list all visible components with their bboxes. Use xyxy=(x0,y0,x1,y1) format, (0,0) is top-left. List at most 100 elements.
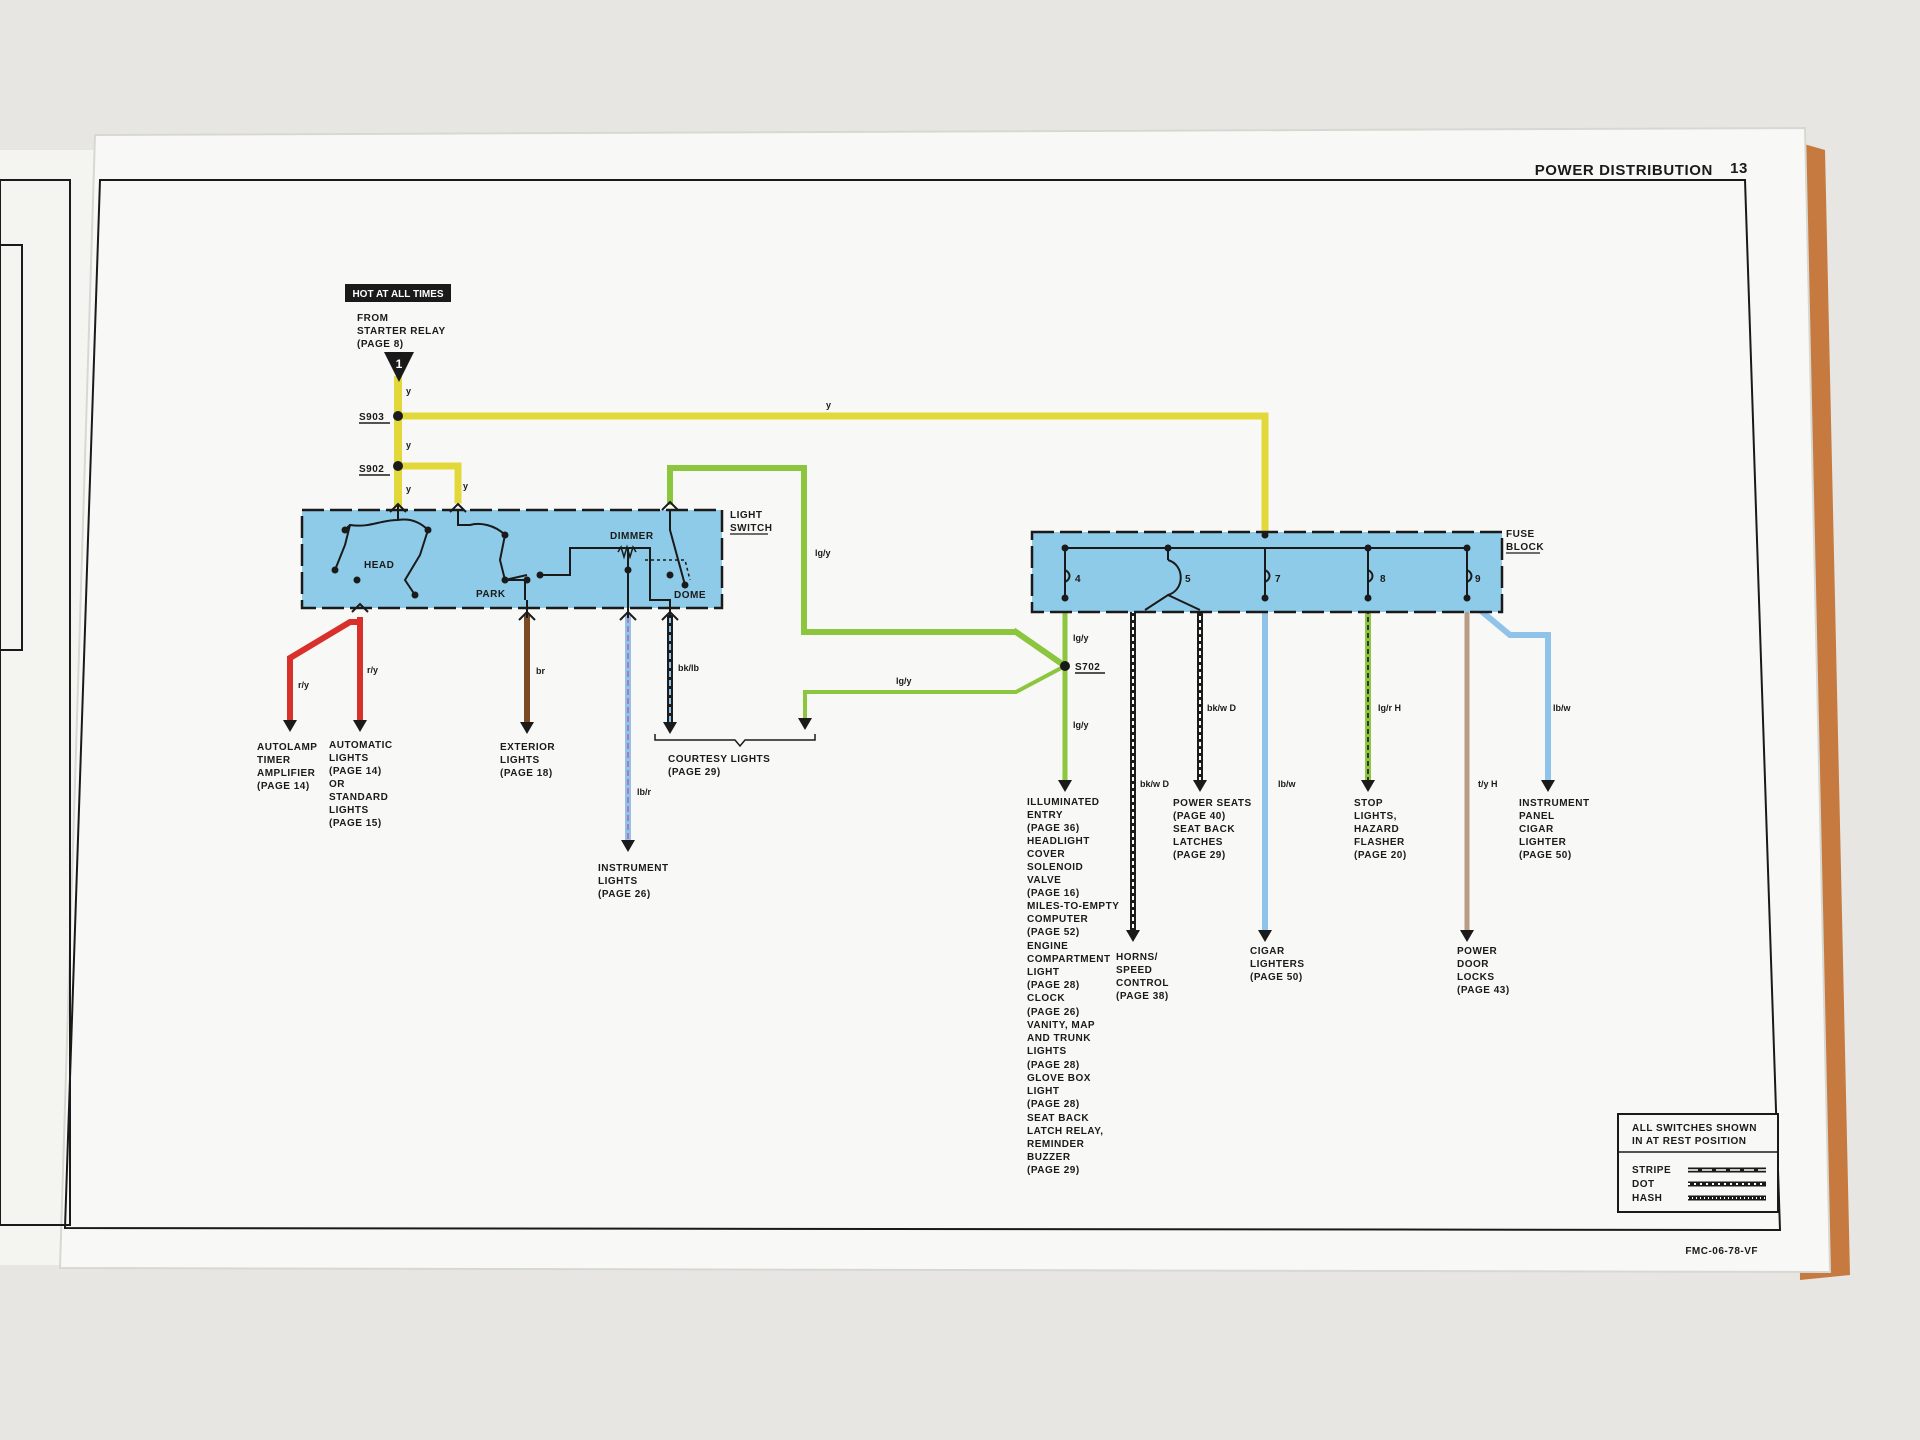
page-title: POWER DISTRIBUTION xyxy=(1535,162,1713,179)
previous-page-frame xyxy=(0,179,71,1226)
starter-relay-page: (PAGE 8) xyxy=(357,339,404,350)
fuse-7-label: 7 xyxy=(1275,574,1281,585)
contact-dot xyxy=(681,581,689,589)
wire-code-lg-y-2: lg/y xyxy=(896,676,912,686)
dest-automatic-lights: AUTOMATIC LIGHTS (PAGE 14) OR STANDARD L… xyxy=(329,740,392,829)
dest-line: SPEED xyxy=(1116,965,1152,976)
wire-code-r-y-2: r/y xyxy=(367,665,378,675)
fuse-bus-bar xyxy=(1064,547,1468,600)
fuse-dot xyxy=(1463,594,1471,602)
dest-courtesy-lights: COURTESY LIGHTS (PAGE 29) xyxy=(668,754,770,778)
dest-line: LIGHTS xyxy=(500,755,540,766)
dest-line: LIGHTS xyxy=(329,753,369,764)
wire-code-y-main: y xyxy=(826,400,831,410)
dest-line: (PAGE 20) xyxy=(1354,850,1407,861)
dest-line: SEAT BACK xyxy=(1173,824,1235,835)
fuse-block-outline xyxy=(1030,530,1504,614)
dest-line: VALVE xyxy=(1027,875,1061,886)
arrow-down-icon xyxy=(1193,780,1207,792)
dest-line: INSTRUMENT xyxy=(1519,798,1590,809)
arrow-down-icon xyxy=(520,722,534,734)
dest-cigar-lighters: CIGAR LIGHTERS (PAGE 50) xyxy=(1250,946,1305,983)
dest-line: (PAGE 18) xyxy=(500,768,553,779)
contact-dot xyxy=(501,531,509,539)
splice-s902-dot xyxy=(393,461,403,471)
dest-line: COMPUTER xyxy=(1027,914,1089,925)
fuse-element-icons xyxy=(1064,569,1473,583)
wire-r-y-autolamp xyxy=(287,619,363,723)
dest-line: LIGHTS xyxy=(598,876,638,887)
dest-line: LATCHES xyxy=(1173,837,1223,848)
dest-line: POWER xyxy=(1457,946,1498,957)
wire-code-y-4: y xyxy=(463,481,468,491)
arrow-down-icon xyxy=(1126,930,1140,942)
dest-line: HORNS/ xyxy=(1116,952,1158,963)
dest-line: VANITY, MAP xyxy=(1027,1020,1095,1031)
wire-code-y-2: y xyxy=(406,440,411,450)
dest-line: ENTRY xyxy=(1027,810,1063,821)
dest-line: CONTROL xyxy=(1116,978,1169,989)
dest-line: PANEL xyxy=(1519,811,1555,822)
dest-line: INSTRUMENT xyxy=(598,863,669,874)
dest-line: LATCH RELAY, xyxy=(1027,1126,1104,1137)
dest-line: REMINDER xyxy=(1027,1139,1085,1150)
fuse-dot xyxy=(1261,531,1269,539)
light-switch-outline xyxy=(300,508,724,610)
dest-line: COVER xyxy=(1027,849,1065,860)
contact-dot xyxy=(624,566,632,574)
wire-y-to-fuse-block xyxy=(394,412,1269,539)
dest-line: CLOCK xyxy=(1027,993,1065,1004)
dest-instrument-panel-lighter: INSTRUMENT PANEL CIGAR LIGHTER (PAGE 50) xyxy=(1519,798,1590,861)
dest-line: (PAGE 28) xyxy=(1027,1099,1080,1110)
hot-at-all-times-badge xyxy=(345,284,451,302)
dest-line: LIGHTERS xyxy=(1250,959,1305,970)
dest-line: AMPLIFIER xyxy=(257,768,316,779)
dest-line: CIGAR xyxy=(1519,824,1554,835)
previous-page-inner-frame xyxy=(0,244,23,651)
contact-dot xyxy=(341,526,349,534)
fuse-dot xyxy=(1364,594,1372,602)
dest-autolamp: AUTOLAMP TIMER AMPLIFIER (PAGE 14) xyxy=(257,742,317,792)
arrow-down-icon xyxy=(1541,780,1555,792)
from-label: FROM xyxy=(357,313,388,324)
dest-line: (PAGE 26) xyxy=(1027,1007,1080,1018)
dest-line: DOOR xyxy=(1457,959,1489,970)
dest-line: LOCKS xyxy=(1457,972,1495,983)
page-number: 13 xyxy=(1730,160,1748,177)
splice-s903-dot xyxy=(393,411,403,421)
light-switch-label-2: SWITCH xyxy=(730,523,772,534)
hot-at-all-times-text: HOT AT ALL TIMES xyxy=(352,289,443,300)
wire-code-lb-w-1: lb/w xyxy=(1278,779,1296,789)
arrow-down-icon xyxy=(283,720,297,732)
contact-dot xyxy=(666,571,674,579)
fuse-dot xyxy=(1061,544,1069,552)
arrow-down-icon xyxy=(1058,780,1072,792)
fuse-block-label-2: BLOCK xyxy=(1506,542,1544,553)
dest-line: (PAGE 38) xyxy=(1116,991,1169,1002)
wire-code-lg-y-4: lg/y xyxy=(1073,720,1089,730)
contact-dot xyxy=(424,526,432,534)
dest-line: LIGHTS xyxy=(1027,1046,1067,1057)
wire-code-bk-w-d-2: bk/w D xyxy=(1207,703,1237,713)
dest-line: (PAGE 52) xyxy=(1027,927,1080,938)
legend-dot-label: DOT xyxy=(1632,1179,1655,1190)
arrow-down-icon xyxy=(1361,780,1375,792)
fuse-dot xyxy=(1364,544,1372,552)
arrow-down-icon xyxy=(663,722,677,734)
wire-code-lg-y-1: lg/y xyxy=(815,548,831,558)
dest-illuminated-entry-list: ILLUMINATED ENTRY (PAGE 36) HEADLIGHT CO… xyxy=(1027,797,1119,1176)
arrow-down-icon xyxy=(621,840,635,852)
dest-line: (PAGE 14) xyxy=(257,781,310,792)
dimmer-label: DIMMER xyxy=(610,531,654,542)
splice-s702-dot xyxy=(1060,661,1070,671)
dest-line: (PAGE 29) xyxy=(1027,1165,1080,1176)
dest-line: AND TRUNK xyxy=(1027,1033,1091,1044)
switch-connector-caps xyxy=(351,602,679,621)
dest-line: (PAGE 14) xyxy=(329,766,382,777)
dest-line: (PAGE 50) xyxy=(1519,850,1572,861)
dest-line: (PAGE 29) xyxy=(1173,850,1226,861)
legend-hash-label: HASH xyxy=(1632,1193,1662,1204)
park-switch-contacts xyxy=(457,510,528,600)
dest-line: ILLUMINATED xyxy=(1027,797,1100,808)
dest-line: (PAGE 40) xyxy=(1173,811,1226,822)
